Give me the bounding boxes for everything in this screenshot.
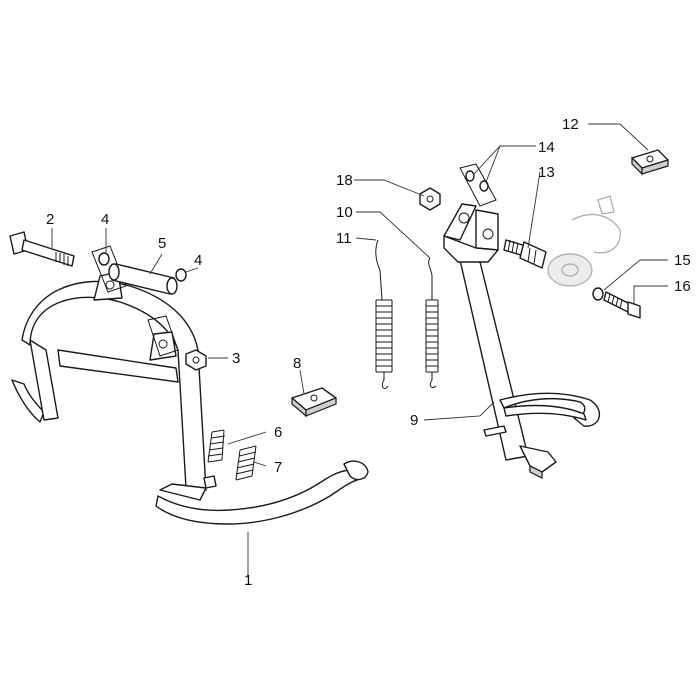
washer-part-4-left[interactable] bbox=[98, 252, 110, 266]
leader-lines bbox=[51, 123, 668, 578]
callout-12: 12 bbox=[562, 116, 579, 133]
pivot-bolt-part-13[interactable] bbox=[503, 239, 547, 269]
spring-part-6[interactable] bbox=[207, 429, 226, 463]
nut-part-18[interactable] bbox=[419, 187, 441, 211]
callout-7: 7 bbox=[274, 459, 282, 476]
callout-3: 3 bbox=[232, 350, 240, 367]
alignment-box-left bbox=[91, 245, 127, 293]
pad-part-12[interactable] bbox=[631, 149, 669, 176]
kill-switch-ghost bbox=[547, 195, 621, 287]
callout-6: 6 bbox=[274, 424, 282, 441]
side-stand[interactable] bbox=[443, 203, 601, 479]
callout-numbers: 1 2 3 4 4 5 6 7 8 9 10 11 12 13 14 15 16… bbox=[46, 116, 691, 589]
callout-16: 16 bbox=[674, 278, 691, 295]
callout-14: 14 bbox=[538, 139, 555, 156]
spring-part-10[interactable] bbox=[425, 257, 439, 389]
washer-part-4-right[interactable] bbox=[175, 268, 187, 282]
pad-part-8[interactable] bbox=[291, 387, 337, 418]
centre-stand[interactable] bbox=[11, 271, 369, 525]
callout-8: 8 bbox=[293, 355, 301, 372]
callout-4-right: 4 bbox=[194, 252, 202, 269]
alignment-box-right bbox=[147, 315, 179, 357]
callout-9: 9 bbox=[410, 412, 418, 429]
callout-1: 1 bbox=[244, 572, 252, 589]
callout-2: 2 bbox=[46, 211, 54, 228]
alignment-box-14 bbox=[459, 163, 497, 207]
spring-part-11[interactable] bbox=[375, 239, 393, 389]
callout-4-left: 4 bbox=[101, 211, 109, 228]
callout-5: 5 bbox=[158, 235, 166, 252]
washer-part-14-a[interactable] bbox=[465, 170, 475, 182]
callout-10: 10 bbox=[336, 204, 353, 221]
callout-18: 18 bbox=[336, 172, 353, 189]
nut-part-3[interactable] bbox=[185, 349, 207, 371]
washer-part-15[interactable] bbox=[592, 287, 604, 301]
bolt-part-2[interactable] bbox=[9, 231, 75, 267]
callout-11: 11 bbox=[336, 230, 352, 247]
callout-13: 13 bbox=[538, 164, 555, 181]
screw-part-16[interactable] bbox=[603, 291, 641, 319]
sleeve-part-5[interactable] bbox=[108, 263, 178, 295]
callout-15: 15 bbox=[674, 252, 691, 269]
spring-part-7[interactable] bbox=[235, 445, 257, 481]
